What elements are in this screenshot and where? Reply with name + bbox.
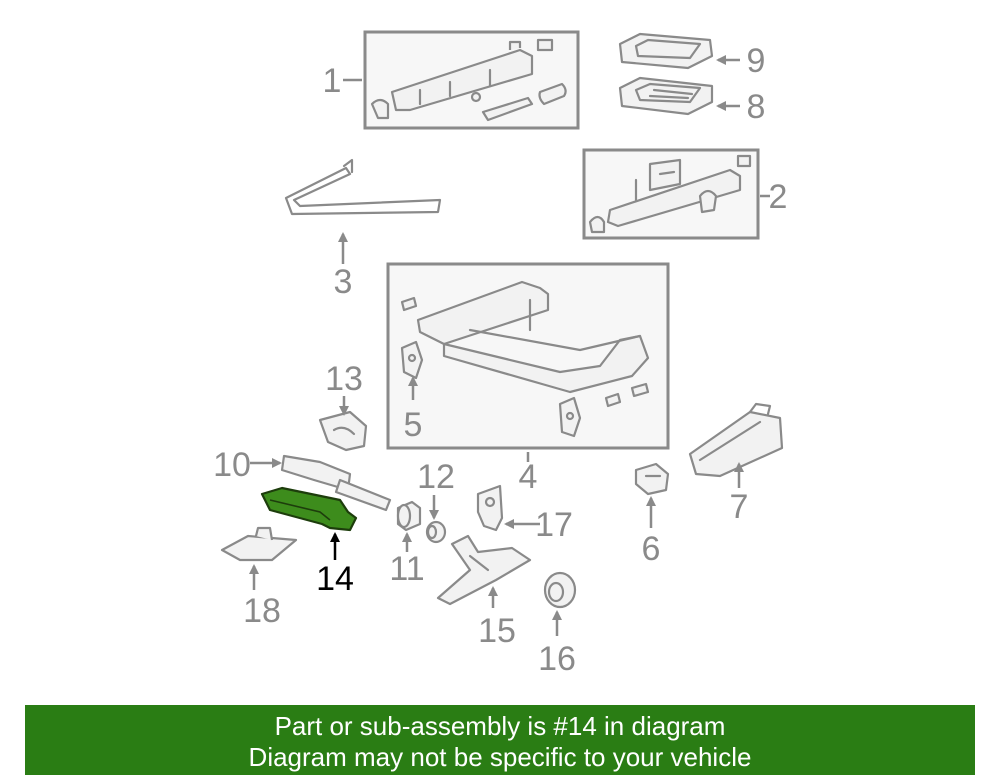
part-14-highlighted	[260, 486, 358, 532]
part-2-track-assembly	[582, 148, 760, 240]
label-9: 9	[747, 42, 766, 80]
part-6-clip	[634, 462, 670, 496]
parts-diagram: 1 9 8 2 3 4	[213, 30, 788, 678]
banner-line-1: Part or sub-assembly is #14 in diagram	[274, 711, 726, 741]
part-5-bracket	[400, 340, 582, 438]
banner-line-2: Diagram may not be specific to your vehi…	[248, 742, 752, 772]
part-3-wire	[284, 158, 442, 216]
label-13: 13	[325, 360, 363, 398]
part-8-cover	[618, 76, 714, 116]
label-18: 18	[243, 592, 281, 630]
label-5: 5	[404, 406, 423, 444]
label-2: 2	[769, 178, 788, 216]
label-17: 17	[535, 506, 573, 544]
part-13-cover	[318, 410, 368, 452]
label-14: 14	[316, 560, 354, 598]
label-12: 12	[417, 458, 455, 496]
part-1-track-assembly	[363, 30, 580, 130]
label-8: 8	[747, 88, 766, 126]
label-6: 6	[642, 530, 661, 568]
label-11: 11	[389, 550, 424, 588]
info-banner: Part or sub-assembly is #14 in diagram D…	[25, 705, 975, 775]
part-9-cover	[618, 32, 714, 70]
label-1: 1	[323, 62, 342, 100]
label-3: 3	[334, 263, 353, 301]
label-7: 7	[730, 488, 749, 526]
label-4: 4	[519, 458, 538, 496]
label-15: 15	[478, 612, 516, 650]
label-10: 10	[213, 446, 251, 484]
part-4-frame	[386, 262, 670, 450]
part-16-grommet	[543, 571, 577, 609]
label-16: 16	[538, 640, 576, 678]
part-7-cover	[688, 402, 784, 478]
part-17-bracket	[476, 484, 504, 532]
part-15-bracket	[436, 534, 532, 606]
part-11-bushing	[396, 500, 422, 532]
part-10-shaft	[280, 454, 392, 512]
part-12-bushing	[425, 520, 447, 544]
part-18-plate	[220, 526, 298, 562]
